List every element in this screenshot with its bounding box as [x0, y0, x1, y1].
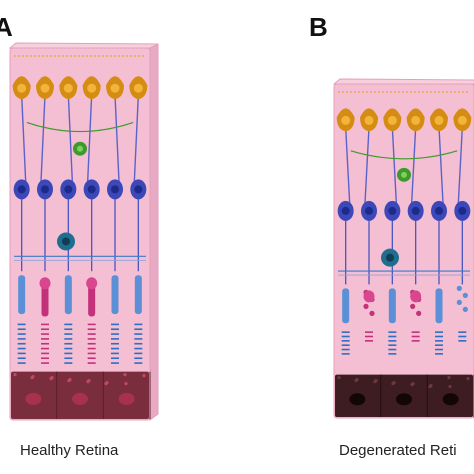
- tissue-front-face: [333, 83, 474, 419]
- tissue-top-face: [8, 42, 159, 49]
- ganglion-dendrite: [40, 95, 46, 182]
- ganglion-dendrite: [344, 127, 351, 203]
- tissue-side-face: [149, 43, 159, 421]
- bipolar-nucleus: [111, 185, 119, 194]
- rpe-pigment: [391, 381, 395, 386]
- ganglion-dendrite: [391, 127, 398, 203]
- tissue-front-face: [9, 47, 151, 421]
- degenerated-fragment: [363, 303, 369, 309]
- degenerated-fragment: [369, 310, 375, 316]
- rpe-pigment: [410, 382, 414, 387]
- ganglion-dendrite: [20, 95, 27, 182]
- degenerated-fragment: [462, 306, 468, 312]
- rod-inner-segment: [111, 275, 119, 315]
- rod-inner-segment: [64, 275, 72, 315]
- ganglion-nucleus: [434, 115, 444, 125]
- rpe-pigment: [354, 378, 358, 383]
- degenerated-fragment: [456, 285, 462, 291]
- ganglion-nucleus: [364, 115, 374, 125]
- rod-inner-segment: [388, 288, 396, 324]
- caption-healthy-retina: Healthy Retina: [20, 442, 119, 459]
- ganglion-nucleus: [341, 115, 351, 125]
- rpe-pigment: [447, 375, 451, 380]
- ganglion-nucleus: [457, 115, 467, 125]
- rpe-pigment: [428, 384, 432, 389]
- bipolar-nucleus: [435, 206, 443, 215]
- degenerated-retina-illustration: [332, 78, 474, 419]
- rpe-nucleus: [118, 392, 135, 405]
- rpe-nucleus: [442, 393, 459, 406]
- rpe-pigment: [123, 373, 127, 377]
- amacrine-nucleus: [77, 145, 83, 152]
- degenerated-fragment: [416, 310, 422, 316]
- cone-nucleus: [86, 277, 98, 290]
- ganglion-dendrite: [364, 127, 370, 203]
- rpe-pigment: [337, 375, 341, 380]
- horizontal-nucleus: [386, 253, 394, 262]
- bipolar-nucleus: [41, 185, 49, 194]
- bipolar-nucleus: [64, 185, 73, 194]
- amacrine-nucleus: [401, 171, 407, 178]
- horizontal-nucleus: [62, 237, 70, 246]
- rpe-pigment: [104, 382, 108, 386]
- caption-degenerated-retina: Degenerated Reti: [339, 442, 457, 459]
- ganglion-dendrite: [438, 127, 444, 203]
- ganglion-dendrite: [457, 127, 464, 203]
- bipolar-nucleus: [17, 185, 26, 194]
- rpe-nucleus: [349, 393, 366, 406]
- rpe-pigment: [373, 379, 377, 384]
- cone-nucleus: [39, 277, 51, 290]
- ganglion-nucleus: [387, 115, 397, 125]
- rpe-nucleus: [72, 392, 88, 405]
- rpe-pigment: [86, 380, 90, 384]
- rpe-pigment: [49, 377, 53, 381]
- rod-inner-segment: [18, 275, 26, 315]
- degenerated-fragment: [456, 299, 462, 305]
- rpe-pigment: [30, 376, 34, 380]
- bipolar-nucleus: [341, 206, 350, 215]
- rpe-pigment: [67, 379, 71, 383]
- degenerated-fragment: [462, 292, 468, 298]
- ganglion-nucleus: [40, 83, 50, 93]
- amacrine-branch: [26, 121, 134, 133]
- cone-nucleus: [363, 290, 375, 303]
- rpe-pigment: [466, 376, 470, 381]
- ganglion-dendrite: [86, 95, 93, 182]
- bipolar-nucleus: [388, 206, 397, 215]
- panel-label-b: B: [309, 12, 328, 42]
- rod-inner-segment: [435, 288, 443, 324]
- bipolar-nucleus: [87, 185, 96, 194]
- ganglion-nucleus: [133, 83, 143, 93]
- ganglion-dendrite: [133, 95, 140, 182]
- rpe-nucleus: [396, 393, 412, 406]
- tissue-top-face: [332, 78, 474, 85]
- ganglion-nucleus: [63, 83, 73, 93]
- rod-inner-segment: [342, 288, 350, 324]
- rod-inner-segment: [134, 275, 142, 315]
- rpe-pigment: [124, 382, 128, 386]
- ganglion-nucleus: [87, 83, 97, 93]
- panel-label-a: A: [0, 12, 13, 42]
- healthy-retina-illustration: [8, 42, 159, 421]
- ganglion-dendrite: [114, 95, 120, 182]
- bipolar-nucleus: [458, 206, 467, 215]
- rpe-pigment: [448, 384, 452, 389]
- bipolar-nucleus: [134, 185, 143, 194]
- ganglion-dendrite: [410, 127, 417, 203]
- ganglion-nucleus: [17, 83, 27, 93]
- cone-nucleus: [410, 290, 422, 303]
- ganglion-nucleus: [110, 83, 120, 93]
- bipolar-nucleus: [365, 206, 373, 215]
- ganglion-nucleus: [411, 115, 421, 125]
- bipolar-nucleus: [411, 206, 420, 215]
- rpe-pigment: [142, 374, 146, 378]
- degenerated-fragment: [410, 303, 416, 309]
- amacrine-branch: [350, 150, 458, 160]
- rpe-pigment: [13, 373, 17, 377]
- ganglion-dendrite: [67, 95, 74, 182]
- rpe-nucleus: [25, 392, 42, 405]
